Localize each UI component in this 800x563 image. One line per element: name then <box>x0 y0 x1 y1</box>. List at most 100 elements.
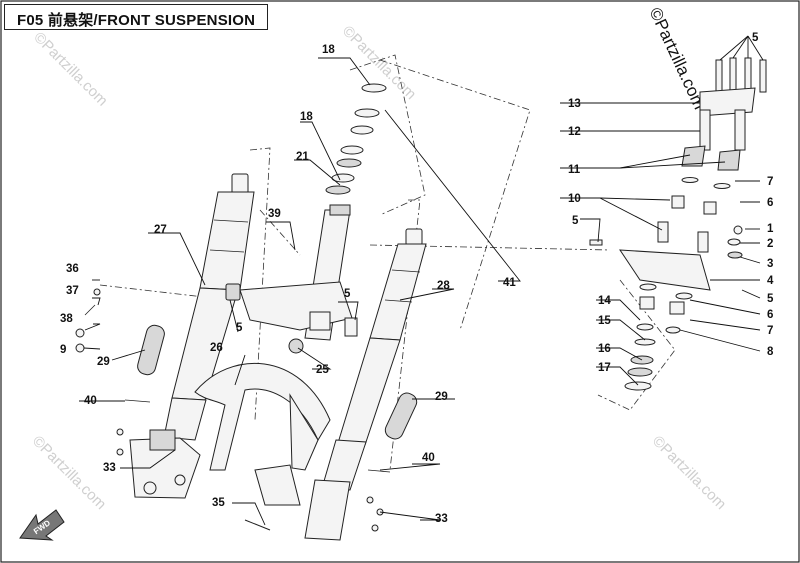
collar <box>671 195 685 209</box>
left-caliper-bracket <box>129 429 201 499</box>
bolt <box>116 448 124 456</box>
callout-40: 40 <box>422 452 435 464</box>
collar <box>639 296 655 310</box>
callout-1: 1 <box>767 223 774 235</box>
callout-10: 10 <box>568 193 581 205</box>
fender-bracket <box>254 464 301 506</box>
washer <box>75 328 85 338</box>
leader-lines <box>79 35 764 526</box>
callout-29: 29 <box>435 391 448 403</box>
guide-line <box>597 279 676 411</box>
bushing <box>657 221 669 243</box>
bearing <box>336 158 362 168</box>
callout-8: 8 <box>767 346 774 358</box>
callout-6: 6 <box>767 309 773 321</box>
watermark-text: ©Partzilla.com <box>30 29 111 110</box>
callout-18: 18 <box>300 111 313 123</box>
callout-labels: 1 2 3 4 5 5 5 5 5 6 6 7 7 8 9 10 11 12 1… <box>60 32 774 525</box>
fwd-direction-arrow: FWD <box>19 509 65 541</box>
callout-12: 12 <box>568 126 581 138</box>
nut <box>733 225 743 235</box>
callout-5: 5 <box>344 288 351 300</box>
callout-18: 18 <box>322 44 335 56</box>
callout-33: 33 <box>103 462 116 474</box>
clamp-block <box>717 149 741 171</box>
callout-7: 7 <box>767 176 773 188</box>
bearing <box>325 185 351 195</box>
grommet <box>288 338 304 354</box>
callout-39: 39 <box>268 208 281 220</box>
clamp-block <box>681 145 706 167</box>
fender-stay <box>289 393 319 471</box>
callout-29: 29 <box>97 356 110 368</box>
callout-3: 3 <box>767 258 773 270</box>
callout-38: 38 <box>60 313 73 325</box>
guide-line <box>389 199 421 471</box>
callout-2: 2 <box>767 238 773 250</box>
callout-36: 36 <box>66 263 79 275</box>
guide-line <box>259 209 301 256</box>
callout-28: 28 <box>437 280 450 292</box>
callout-17: 17 <box>598 362 611 374</box>
reflector <box>137 324 165 376</box>
right-fork-assembly <box>304 228 427 541</box>
callout-5: 5 <box>767 293 774 305</box>
bearing-seal <box>636 323 654 331</box>
bearing <box>627 367 653 377</box>
callout-7: 7 <box>767 325 773 337</box>
callout-26: 26 <box>210 342 223 354</box>
callout-21: 21 <box>296 151 309 163</box>
callout-14: 14 <box>598 295 611 307</box>
guide-line <box>349 54 426 216</box>
callout-40: 40 <box>84 395 97 407</box>
callout-5: 5 <box>236 322 243 334</box>
rod <box>84 304 96 316</box>
callout-41: 41 <box>503 277 516 289</box>
nut <box>75 343 85 353</box>
callout-16: 16 <box>598 343 611 355</box>
center-fork-tube <box>239 204 358 341</box>
callout-15: 15 <box>598 315 611 327</box>
bushing <box>727 251 743 259</box>
callout-6: 6 <box>767 197 773 209</box>
bolt <box>371 524 379 532</box>
collar <box>669 301 685 315</box>
bushing <box>697 231 709 253</box>
watermark-text: ©Partzilla.com <box>649 433 730 514</box>
callout-9: 9 <box>60 344 66 356</box>
collar <box>703 201 717 215</box>
washer <box>675 292 693 300</box>
spacer-tube <box>734 109 746 151</box>
washer <box>713 183 731 189</box>
bearing-cap <box>361 83 387 93</box>
bolt <box>93 288 101 296</box>
bearing-race <box>340 145 364 155</box>
clip <box>367 469 391 473</box>
title-box: F05 前悬架/FRONT SUSPENSION <box>4 4 268 30</box>
watermark-text: ©Partzilla.com <box>29 433 110 514</box>
bolt <box>589 239 603 246</box>
bolt <box>366 496 374 504</box>
bearing-race <box>634 338 656 346</box>
callout-33: 33 <box>435 513 448 525</box>
upper-bolts <box>715 57 767 93</box>
bearing-race <box>350 125 374 135</box>
bearing-race <box>624 381 652 391</box>
callout-35: 35 <box>212 497 225 509</box>
washer <box>681 177 699 183</box>
top-bridge <box>699 87 756 117</box>
washer <box>665 326 681 334</box>
callout-4: 4 <box>767 275 774 287</box>
left-fork-assembly <box>163 173 255 441</box>
bolt <box>116 428 124 436</box>
washer <box>639 283 657 291</box>
callout-13: 13 <box>568 98 581 110</box>
lower-triple-clamp <box>619 249 711 291</box>
callout-37: 37 <box>66 285 79 297</box>
spacer-tube <box>699 109 711 151</box>
callout-5: 5 <box>752 32 759 44</box>
axle-spacer <box>244 519 271 531</box>
callout-25: 25 <box>316 364 329 376</box>
